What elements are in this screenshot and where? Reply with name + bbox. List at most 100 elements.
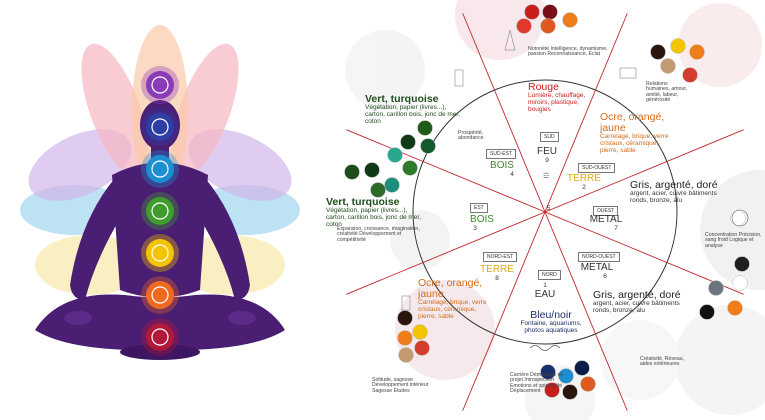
number-sud-est: 4 — [510, 171, 514, 178]
chakra-symbol-icon — [151, 118, 169, 136]
element-metal-no: METAL — [580, 262, 614, 273]
ocre2-title: Ocre, orangé, jaune — [418, 277, 483, 301]
vert1-block: Vert, turquoise Végétation, papier (livr… — [365, 93, 465, 125]
color-dot — [730, 210, 746, 226]
ocre1-desc: Carrelage, brique, verre cristaux, céram… — [600, 133, 669, 154]
chip-sud: SUD — [540, 132, 559, 142]
lotus-petal — [171, 43, 239, 177]
figure-right-arm — [198, 178, 250, 300]
vert1-title: Vert, turquoise — [365, 93, 439, 105]
caption-carriere: Carrière Démarrage de projet Introspecti… — [510, 372, 564, 395]
gris1-block: Gris, argenté, doré argent, acier, cuivr… — [630, 179, 728, 205]
figure-feet — [120, 344, 200, 360]
rouge-desc: Lumière, chauffage, miroirs, plastique, … — [528, 92, 586, 113]
color-dot — [670, 38, 686, 54]
chakra-circle — [146, 71, 174, 99]
element-feu: FEU — [537, 146, 557, 157]
color-dot — [734, 256, 750, 272]
figure-right-hand — [228, 311, 256, 325]
vert1-desc: Végétation, papier (livres...), carton, … — [365, 104, 461, 125]
metal-ring-icon — [731, 209, 749, 227]
color-dot — [689, 44, 705, 60]
color-dot — [397, 310, 413, 326]
number-est: 3 — [473, 225, 477, 232]
sector-sud: FEU 9 — [527, 146, 567, 164]
bleu-block: Bleu/noir Fontaine, aquariums, photos aq… — [515, 309, 587, 335]
color-swatches — [344, 4, 750, 400]
sector-nord: 1 EAU — [525, 282, 565, 300]
water-wave-icon — [529, 345, 561, 351]
sector-est: BOIS 3 — [462, 214, 502, 232]
gris2-block: Gris, argenté, doré argent, acier, cuivr… — [593, 289, 691, 315]
gris1-desc: argent, acier, cuivre bâtiments ronds, b… — [630, 190, 717, 204]
flame-icon — [504, 29, 516, 51]
vase-icon — [454, 69, 464, 87]
element-bois-se: BOIS — [490, 160, 514, 171]
chip-sud-ouest: SUD-OUEST — [578, 163, 616, 173]
chakra-symbol-icon — [151, 76, 169, 94]
color-dot — [398, 347, 414, 363]
sector-nord-est: TERRE 8 — [472, 264, 522, 282]
chakra-circle — [146, 155, 174, 183]
sector-sud-est: BOIS 4 — [482, 160, 522, 178]
chakra-circle — [146, 323, 174, 351]
number-nord-est: 8 — [495, 275, 499, 282]
vert2-block: Vert, turquoise Végétation, papier (livr… — [326, 196, 426, 228]
color-dot — [682, 67, 698, 83]
ocre1-title: Ocre, orangé, jaune — [600, 111, 665, 135]
caption-creativite: Créativité, Réseau, aides extérieures — [640, 356, 685, 368]
bagua-wheel — [346, 13, 744, 411]
color-dot — [414, 340, 430, 356]
ocre2-desc: Carrelage, brique, verre cristaux, céram… — [418, 299, 487, 320]
color-dot — [540, 364, 556, 380]
gris2-desc: argent, acier, cuivre bâtiments ronds, b… — [593, 300, 680, 314]
chakra-symbol-icon — [151, 244, 169, 262]
figure-torso — [112, 162, 208, 298]
color-dot — [558, 368, 574, 384]
meditation-illustration — [20, 25, 300, 360]
chakra-symbol-icon — [151, 202, 169, 220]
color-dot — [650, 44, 666, 60]
sector-ouest: METAL 7 — [584, 214, 628, 232]
element-eau: EAU — [534, 289, 556, 300]
color-dot — [660, 58, 676, 74]
bleu-title: Bleu/noir — [530, 309, 572, 321]
color-dot — [344, 164, 360, 180]
chip-nord: NORD — [538, 270, 561, 280]
color-dot — [524, 4, 540, 20]
color-dot — [370, 182, 386, 198]
color-dot — [732, 275, 748, 291]
color-dot — [417, 120, 433, 136]
color-dot — [574, 360, 590, 376]
chakra-symbol-icon — [151, 286, 169, 304]
color-dot — [387, 147, 403, 163]
sector-divider-line — [346, 129, 744, 295]
center-number: 5 — [547, 206, 551, 212]
sector-sud-ouest: TERRE 2 — [560, 173, 608, 191]
caption-expansion: Expansion, croissance, imagination, créa… — [337, 226, 420, 243]
color-dot — [580, 376, 596, 392]
bagua-circle — [412, 79, 678, 345]
sector-nord-ouest: METAL 6 — [574, 262, 620, 280]
number-sud: 9 — [545, 157, 549, 164]
rouge-title: Rouge — [528, 81, 559, 93]
color-dot — [384, 177, 400, 193]
chakra-circle — [146, 239, 174, 267]
figure-left-hand — [64, 311, 92, 325]
element-terre-so: TERRE — [567, 173, 601, 184]
number-nord-ouest: 6 — [603, 273, 607, 280]
chakra-symbol-icon — [151, 328, 169, 346]
caption-prosperite: Prospérité, abondance — [458, 130, 484, 142]
chip-est: EST — [470, 203, 488, 213]
number-sud-ouest: 2 — [582, 184, 586, 191]
color-dot — [544, 382, 560, 398]
chip-nord-ouest: NORD-OUEST — [578, 252, 620, 262]
gris2-title: Gris, argenté, doré — [593, 289, 681, 301]
color-dot — [402, 160, 418, 176]
element-terre-ne: TERRE — [480, 264, 514, 275]
color-dot — [420, 138, 436, 154]
color-dot — [397, 330, 413, 346]
color-dot — [727, 300, 743, 316]
figure-left-arm — [70, 178, 122, 300]
